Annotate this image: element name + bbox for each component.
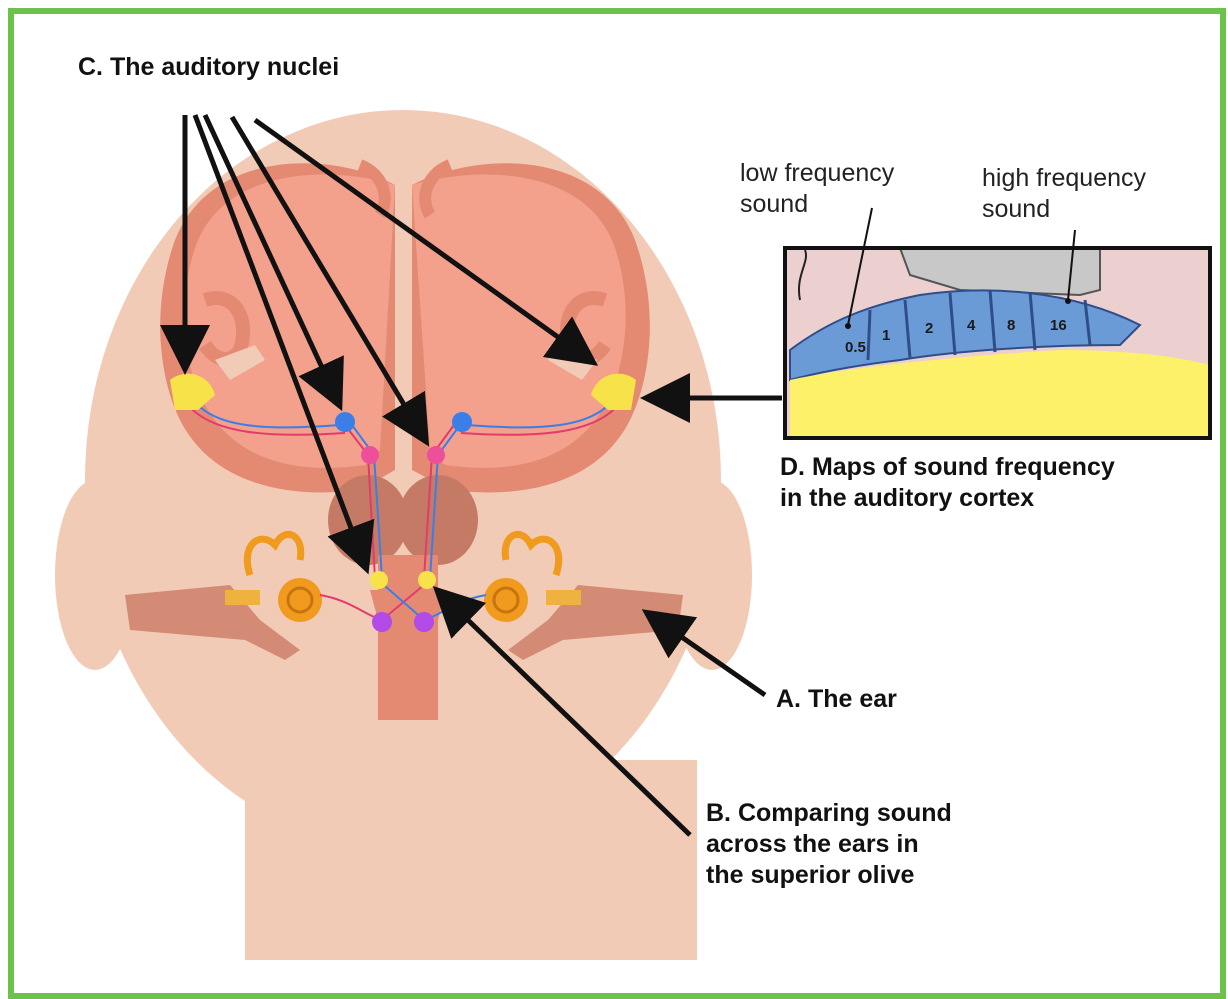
label-low-line1: low frequency xyxy=(740,158,950,189)
label-olive-line1: B. Comparing sound xyxy=(706,798,1006,829)
label-frequency-maps: D. Maps of sound frequency in the audito… xyxy=(780,452,1115,514)
nucleus-blue-left xyxy=(335,412,355,432)
label-low-frequency: low frequency sound xyxy=(740,158,950,220)
cortex-frequency-map: 0.5 1 2 4 8 16 xyxy=(785,208,1210,438)
label-high-line2: sound xyxy=(982,194,1202,225)
nucleus-purple-right xyxy=(414,612,434,632)
freq-band-1: 1 xyxy=(882,327,890,344)
label-superior-olive: B. Comparing sound across the ears in th… xyxy=(706,798,1006,891)
label-high-frequency: high frequency sound xyxy=(982,163,1202,225)
nucleus-pink-left xyxy=(361,446,379,464)
nucleus-yellow-right xyxy=(418,571,436,589)
label-low-line2: sound xyxy=(740,189,950,220)
nucleus-pink-right xyxy=(427,446,445,464)
freq-band-4: 8 xyxy=(1007,317,1015,334)
freq-band-0: 0.5 xyxy=(845,339,866,356)
label-auditory-nuclei: C. The auditory nuclei xyxy=(78,52,339,83)
label-high-line1: high frequency xyxy=(982,163,1202,194)
nucleus-purple-left xyxy=(372,612,392,632)
freq-band-3: 4 xyxy=(967,317,976,334)
nucleus-blue-right xyxy=(452,412,472,432)
label-olive-line2: across the ears in xyxy=(706,829,1006,860)
freq-band-5: 16 xyxy=(1050,317,1067,334)
label-olive-line3: the superior olive xyxy=(706,860,1006,891)
freq-band-2: 2 xyxy=(925,320,933,337)
label-cortex-line1: D. Maps of sound frequency xyxy=(780,452,1115,483)
label-the-ear: A. The ear xyxy=(776,684,897,715)
nucleus-yellow-left xyxy=(370,571,388,589)
label-cortex-line2: in the auditory cortex xyxy=(780,483,1115,514)
